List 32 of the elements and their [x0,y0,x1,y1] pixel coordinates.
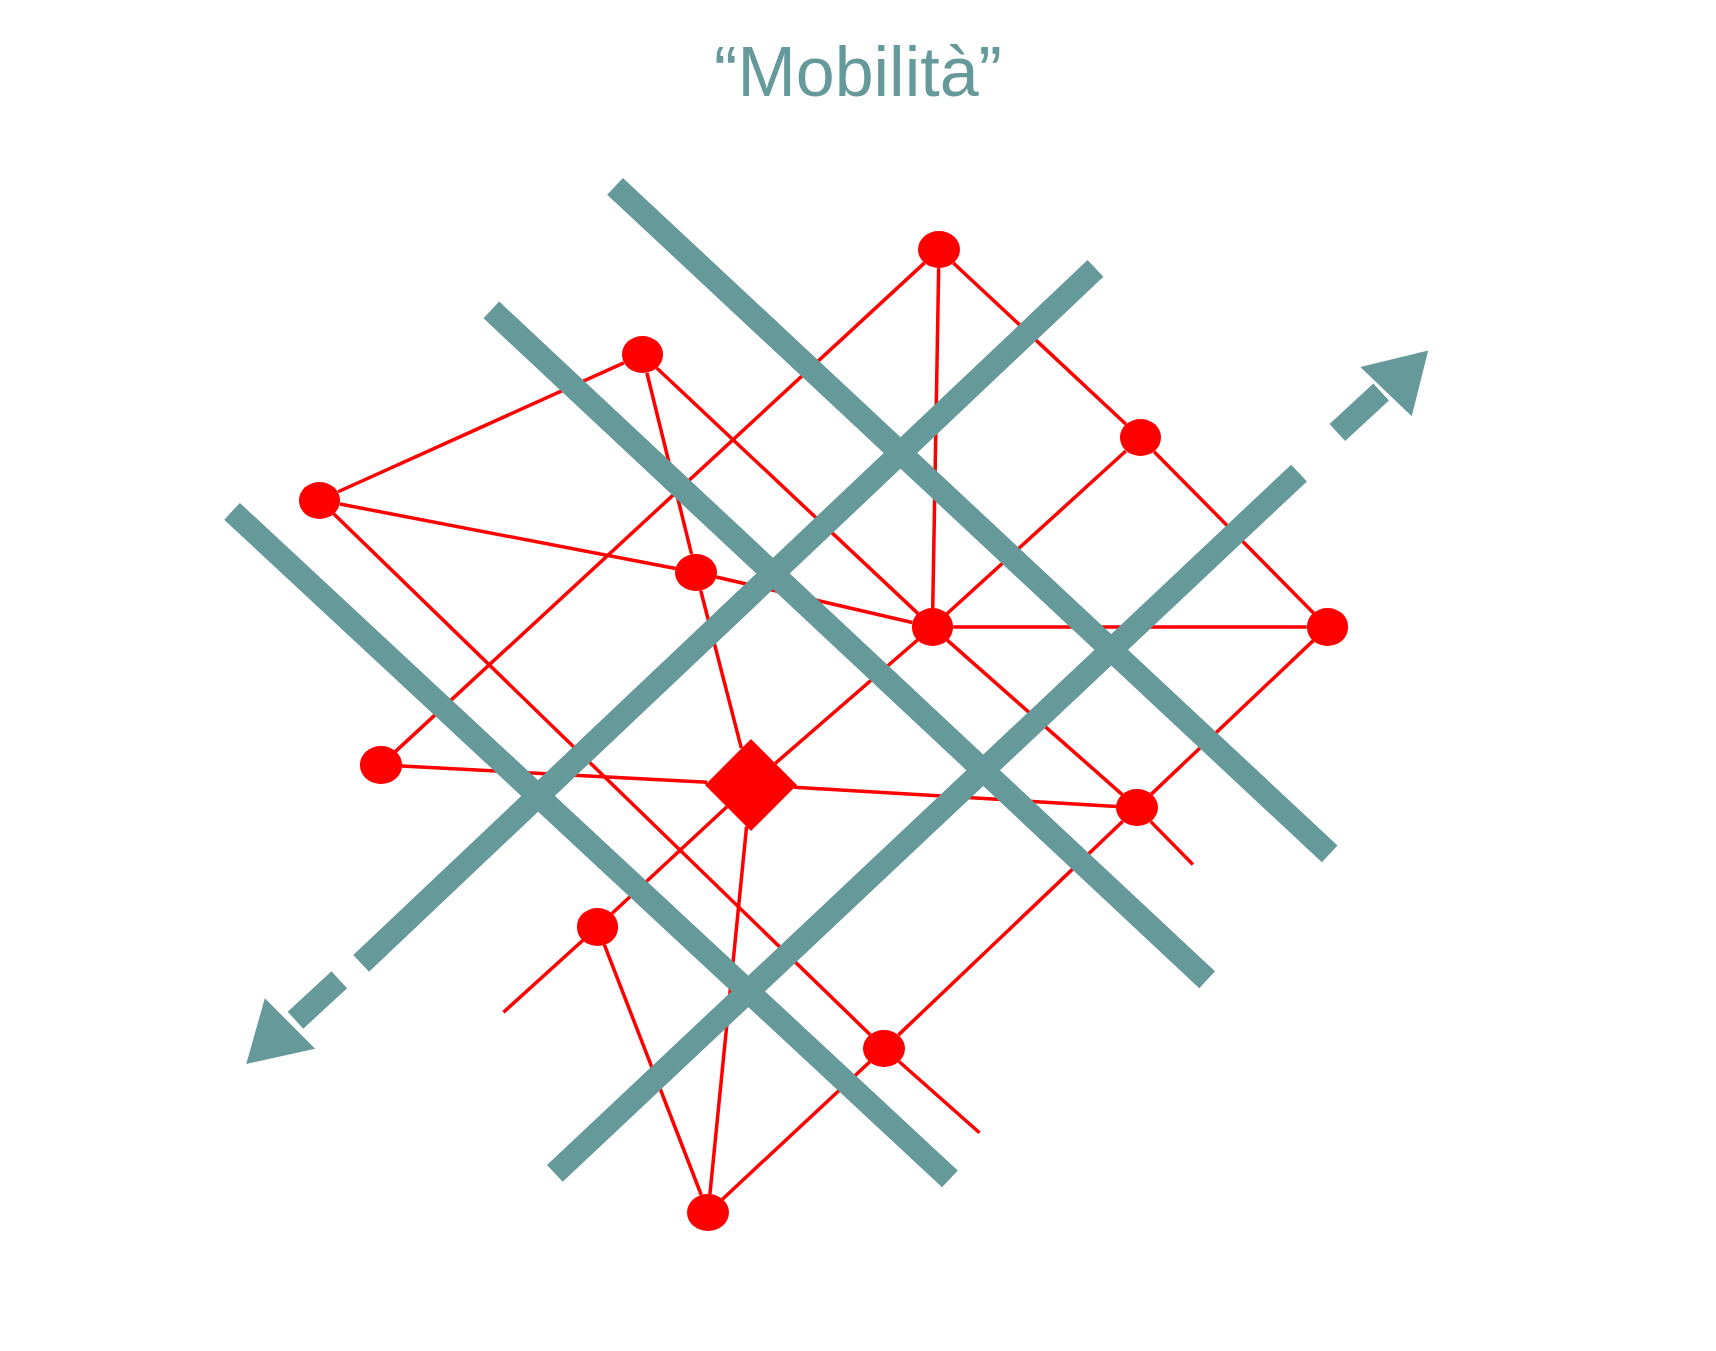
connector-line [602,943,703,1196]
node-dot [1116,789,1158,827]
connector-line [655,366,920,615]
connector-line [394,261,926,753]
connector-line [1152,450,1315,615]
node-dot [911,608,954,646]
connector-line [337,361,625,494]
connector-line [721,1060,872,1201]
node-dot [863,1029,906,1067]
node-dot [687,1193,729,1232]
connector-line [332,512,872,1036]
node-dot [621,335,664,374]
connector-line [897,819,1125,1037]
connector-line [952,261,1128,426]
node-dot [1119,419,1162,457]
node-dot [675,553,717,591]
node-dot [918,230,960,269]
connector-line [897,1060,981,1134]
connector-line [502,938,585,1014]
connector-line [946,638,1124,796]
diagram-title: “Mobilità” [714,32,1002,112]
connector-line [945,449,1127,616]
connector-line [610,805,729,915]
node-dot [1306,608,1349,646]
node-dot [576,908,619,946]
node-dot [298,481,341,519]
node-diamond [704,738,797,831]
connector-line [339,502,677,571]
connector-line [774,638,919,765]
connector-line [1149,820,1195,866]
connector-line [1150,639,1315,796]
node-dot [360,746,402,784]
